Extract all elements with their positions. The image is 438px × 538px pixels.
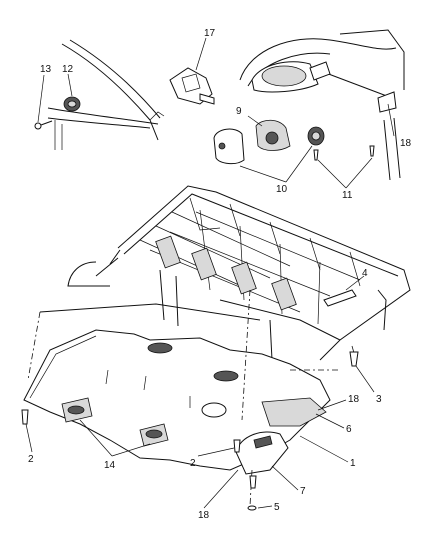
callout-10: 10 [276, 184, 288, 195]
callout-18-top: 18 [400, 138, 412, 149]
callout-2-center: 2 [190, 458, 196, 469]
callout-12: 12 [62, 64, 74, 75]
headliner-panel [23, 303, 331, 475]
callout-18-bottom: 18 [198, 510, 210, 521]
callout-6: 6 [346, 424, 352, 435]
screws [21, 351, 359, 511]
callout-labels: 13 12 17 9 10 11 18 4 3 2 14 2 18 18 6 1… [28, 28, 412, 521]
callout-14: 14 [104, 460, 116, 471]
callout-11: 11 [342, 190, 353, 201]
screw-part-13 [34, 120, 53, 130]
clip-part-9 [255, 119, 291, 151]
roof-frame [67, 185, 411, 361]
callout-18-right: 18 [348, 394, 360, 405]
callout-2-left: 2 [28, 454, 34, 465]
sun-visor-inset [239, 29, 405, 181]
callout-4: 4 [362, 268, 368, 279]
a-pillar-inset [47, 39, 165, 150]
screw-part-11 [313, 145, 375, 161]
overhead-console-part-1 [235, 397, 327, 475]
callout-9: 9 [236, 106, 242, 117]
callout-17: 17 [204, 28, 216, 39]
bracket-part-17 [169, 67, 215, 105]
callout-3: 3 [376, 394, 382, 405]
callout-5: 5 [274, 502, 280, 513]
clip-part-10-right [307, 126, 325, 146]
callout-13: 13 [40, 64, 52, 75]
clip-part-10-left [213, 128, 245, 165]
callout-7: 7 [300, 486, 306, 497]
grab-handle-part-14-left [61, 397, 93, 423]
callout-leaders [25, 37, 395, 509]
clip-part-12 [63, 96, 81, 112]
callout-1: 1 [350, 458, 356, 469]
grab-handle-part-14-right [139, 423, 169, 447]
